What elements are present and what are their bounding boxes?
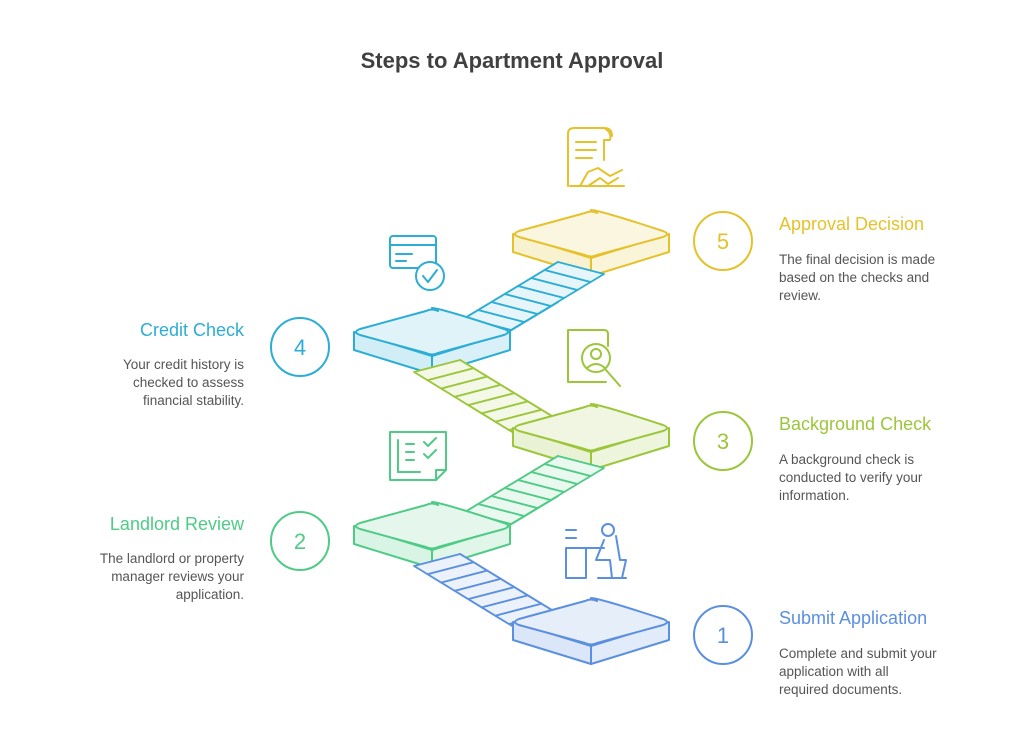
step-5-platform <box>512 209 670 277</box>
step-5-description-line: based on the checks and <box>779 270 930 285</box>
checklist-document-icon <box>389 431 447 481</box>
page-title: Steps to Apartment Approval <box>360 48 664 73</box>
step-1-number-circle <box>693 605 753 665</box>
step-3-number: 3 <box>717 429 729 454</box>
step-5-number: 5 <box>717 229 729 254</box>
step-4-title: Credit Check <box>139 320 244 340</box>
step-2-description-line: application. <box>175 587 244 602</box>
step-3-description-line: information. <box>779 488 850 503</box>
step-3-title: Background Check <box>779 414 932 434</box>
step-1-platform <box>512 597 670 665</box>
step-4-description-line: Your credit history is <box>122 357 244 372</box>
step-2-description-line: The landlord or property <box>99 551 244 566</box>
credit-card-check-icon <box>389 235 445 291</box>
step-4-description: Your credit history is checked to assess… <box>123 356 244 410</box>
step-2-description: The landlord or property manager reviews… <box>100 550 244 604</box>
step-3-platform <box>512 403 670 471</box>
step-1-description-line: application with all <box>779 664 889 679</box>
step-4-description-line: financial stability. <box>142 393 244 408</box>
step-5-description-line: review. <box>779 288 822 303</box>
step-2-description-line: manager reviews your <box>111 569 244 584</box>
step-1-title: Submit Application <box>779 608 928 628</box>
step-2-title: Landlord Review <box>109 514 244 534</box>
step-4-number-circle <box>270 317 330 377</box>
step-1-description-line: required documents. <box>779 682 903 697</box>
desk-person-icon <box>565 523 627 579</box>
step-4-number: 4 <box>294 335 306 360</box>
step-1-number: 1 <box>717 623 729 648</box>
step-5-title: Approval Decision <box>779 214 925 234</box>
step-5-description-line: The final decision is made <box>779 252 936 267</box>
step-2-number-circle <box>270 511 330 571</box>
step-1-description-line: Complete and submit your <box>779 646 937 661</box>
person-magnifier-icon <box>567 329 621 387</box>
step-4-description-line: checked to assess <box>132 375 244 390</box>
step-3-description-line: conducted to verify your <box>779 470 923 485</box>
step-3-description: A background check is conducted to verif… <box>779 451 922 505</box>
contract-handshake-icon <box>567 127 625 187</box>
step-5-description: The final decision is made based on the … <box>779 251 935 305</box>
step-5-number-circle <box>693 211 753 271</box>
step-2-number: 2 <box>294 529 306 554</box>
step-1-description: Complete and submit your application wit… <box>779 645 937 699</box>
step-3-description-line: A background check is <box>779 452 915 467</box>
step-3-number-circle <box>693 411 753 471</box>
